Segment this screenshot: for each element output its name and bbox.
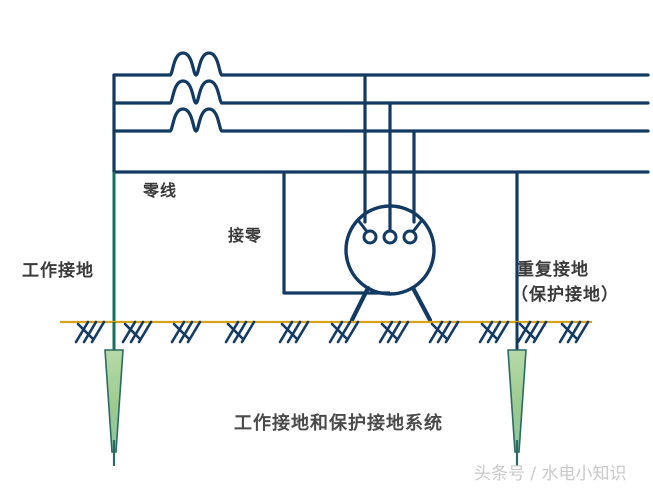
motor-leg-right — [410, 285, 433, 323]
winding-coil-l1 — [168, 51, 224, 77]
motor-leg-left — [349, 285, 371, 323]
motor-terminal-1 — [362, 229, 378, 245]
hatch-group — [278, 320, 310, 344]
label-neutral-bond: 接零 — [228, 226, 263, 245]
earth-hatching-group — [74, 320, 590, 344]
motor-body — [344, 204, 436, 296]
hatch-group — [478, 320, 510, 344]
motor-terminal-2 — [382, 229, 398, 245]
diagram-caption: 工作接地和保护接地系统 — [234, 413, 443, 434]
hatch-group — [378, 320, 410, 344]
hatch-group — [516, 320, 548, 344]
hatch-group — [428, 320, 460, 344]
label-working-ground: 工作接地 — [22, 261, 94, 281]
motor-terminal-3 — [402, 229, 418, 245]
hatch-group — [224, 320, 256, 344]
hatch-group — [121, 320, 153, 344]
label-repeat-ground: 重复接地 — [517, 260, 589, 280]
hatch-group — [170, 320, 202, 344]
hatch-group — [74, 320, 106, 344]
working-ground-electrode — [104, 322, 124, 466]
label-neutral-line: 零线 — [143, 181, 178, 200]
hatch-group — [558, 320, 590, 344]
motor-symbol — [344, 204, 436, 323]
three-phase-bus-group — [112, 51, 650, 174]
repeat-ground-spike — [507, 349, 527, 453]
neutral-bond-conductor — [282, 172, 390, 295]
repeat-ground-electrode — [507, 322, 527, 466]
label-protective-ground: （保护接地） — [511, 285, 619, 305]
working-ground-spike — [104, 349, 124, 453]
hatch-group — [328, 320, 360, 344]
watermark: 头条号 / 水电小知识 — [474, 464, 627, 484]
winding-coil-l2 — [168, 79, 224, 105]
winding-coil-l3 — [168, 107, 224, 133]
